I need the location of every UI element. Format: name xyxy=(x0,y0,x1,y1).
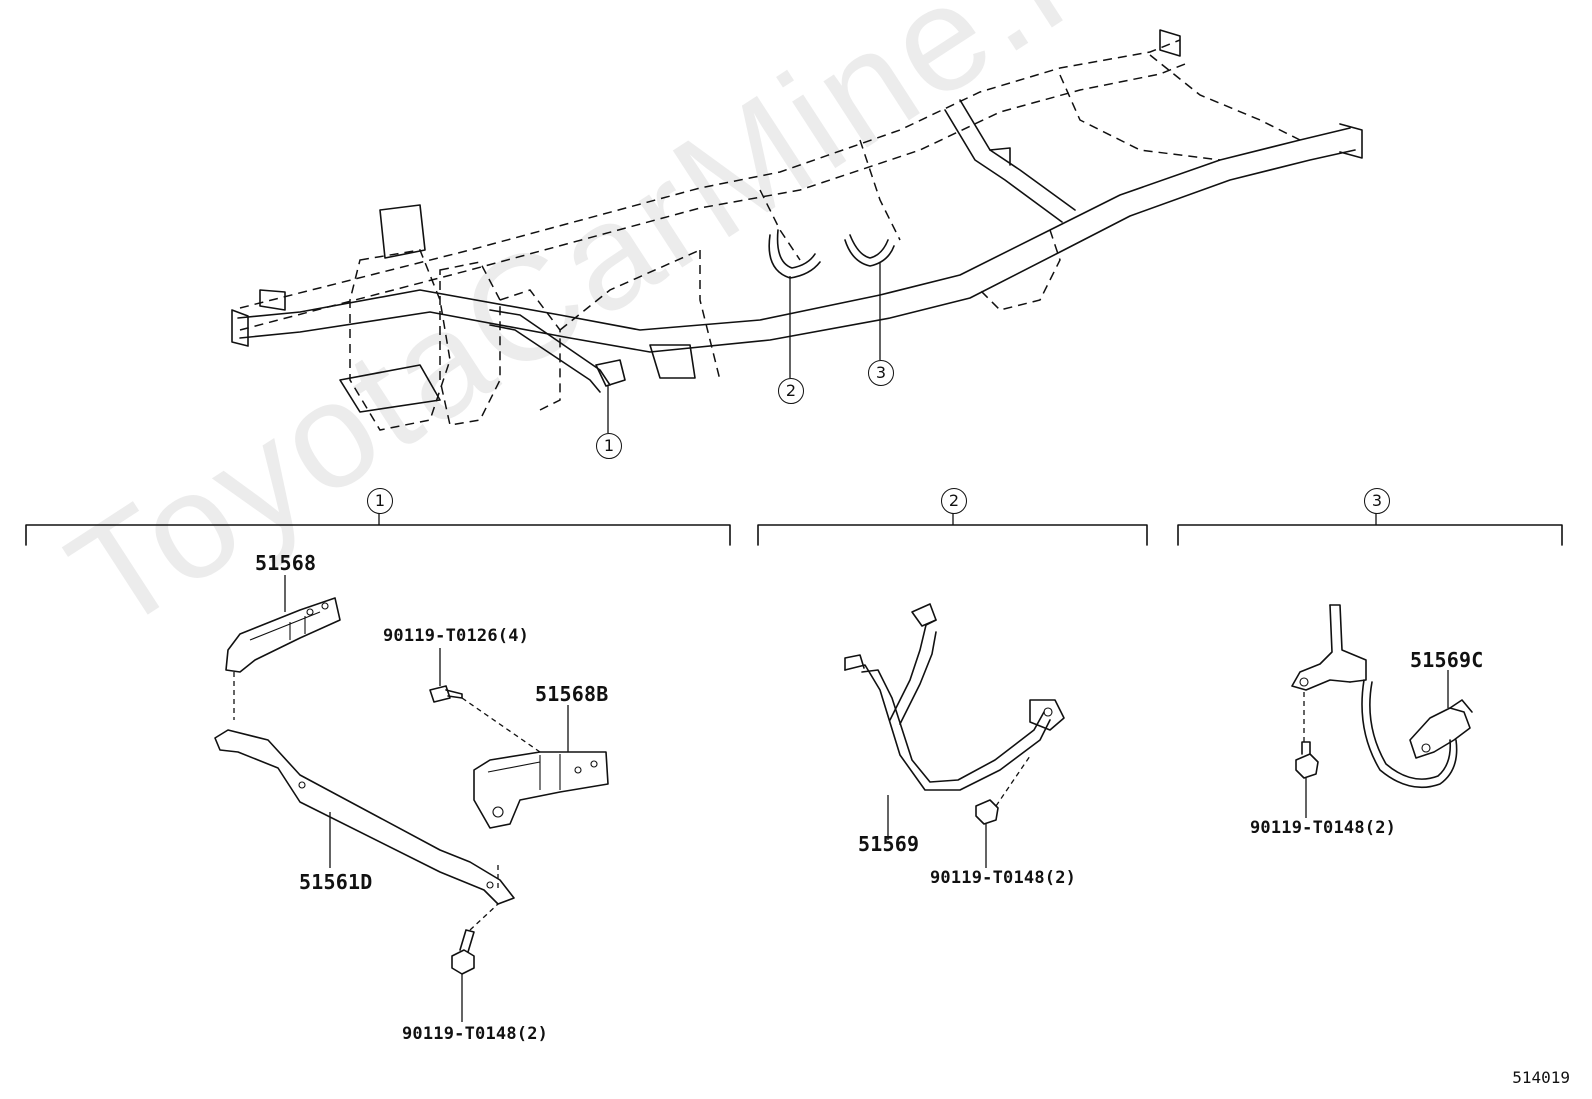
callout-1: 1 xyxy=(596,433,622,459)
callout-3: 3 xyxy=(868,360,894,386)
part-label-90119-T0126: 90119-T0126(4) xyxy=(383,626,530,646)
part-label-51568: 51568 xyxy=(255,551,317,575)
section-1-parts xyxy=(214,575,609,1022)
callout-2: 2 xyxy=(778,378,804,404)
section-marker-1: 1 xyxy=(367,488,393,514)
part-label-90119-T0148-s2: 90119-T0148(2) xyxy=(930,868,1077,888)
part-label-90119-T0148-s3: 90119-T0148(2) xyxy=(1250,818,1397,838)
section-2-parts xyxy=(844,603,1065,868)
section-3-parts xyxy=(1291,604,1473,818)
vehicle-frame xyxy=(231,29,1363,431)
part-label-90119-T0148-s1: 90119-T0148(2) xyxy=(402,1024,549,1044)
diagram-code: 514019 xyxy=(1512,1068,1570,1087)
part-label-51569C: 51569C xyxy=(1410,648,1484,672)
section-marker-3: 3 xyxy=(1364,488,1390,514)
part-label-51561D: 51561D xyxy=(299,870,373,894)
section-brackets xyxy=(25,512,1563,546)
section-marker-2: 2 xyxy=(941,488,967,514)
part-label-51569: 51569 xyxy=(858,832,920,856)
part-label-51568B: 51568B xyxy=(535,682,609,706)
